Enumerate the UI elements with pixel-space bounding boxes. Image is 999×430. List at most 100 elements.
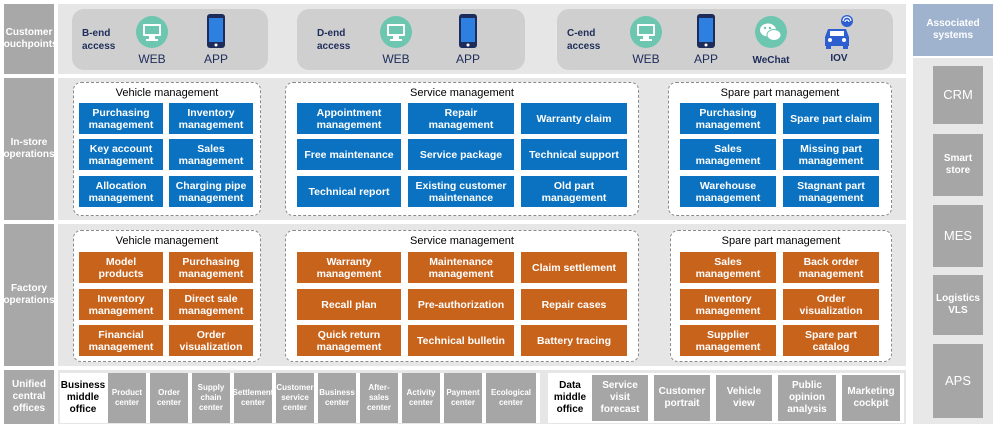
associated-system-logistics[interactable]: Logistics VLS — [933, 275, 983, 335]
data-middle-office-title: Data middle office — [553, 380, 587, 415]
factory-spare-item[interactable]: Supplier management — [680, 325, 776, 356]
d-end-web[interactable]: WEB — [374, 15, 418, 66]
instore-spare-item[interactable]: Stagnant part management — [783, 176, 879, 207]
data-center-item[interactable]: Vehicle view — [716, 375, 772, 421]
instore-spare-title: Spare part management — [720, 87, 840, 99]
c-end-iov[interactable]: IOV — [817, 13, 861, 64]
business-center-item[interactable]: Payment center — [444, 373, 482, 423]
factory-service-item[interactable]: Recall plan — [297, 289, 401, 320]
data-center-item[interactable]: Customer portrait — [654, 375, 710, 421]
d-end-app[interactable]: APP — [446, 13, 490, 66]
business-center-item[interactable]: After-sales center — [360, 373, 398, 423]
instore-vehicle-item[interactable]: Inventory management — [169, 103, 253, 134]
instore-spare-item[interactable]: Missing part management — [783, 139, 879, 170]
instore-service-item[interactable]: Technical report — [297, 176, 401, 207]
instore-vehicle-title: Vehicle management — [115, 87, 219, 99]
factory-service-item[interactable]: Claim settlement — [521, 252, 627, 283]
business-center-item[interactable]: Settlement center — [233, 373, 273, 423]
d-end-title: D-end access — [317, 28, 351, 52]
factory-spare-item[interactable]: Order visualization — [783, 289, 879, 320]
c-end-wechat[interactable]: WeChat — [749, 15, 793, 66]
instore-vehicle-item[interactable]: Purchasing management — [79, 103, 163, 134]
factory-spare-title: Spare part management — [721, 235, 841, 247]
associated-system-aps[interactable]: APS — [933, 344, 983, 418]
row-label-central: Unified central offices — [4, 370, 54, 424]
monitor-icon — [136, 16, 168, 48]
associated-systems-title: Associated systems — [913, 4, 993, 56]
factory-vehicle-item[interactable]: Order visualization — [169, 325, 253, 356]
business-center-item[interactable]: Business center — [318, 373, 356, 423]
monitor-icon — [380, 16, 412, 48]
monitor-icon — [630, 16, 662, 48]
instore-service-item[interactable]: Old part management — [521, 176, 627, 207]
instore-spare-item[interactable]: Sales management — [680, 139, 776, 170]
instore-vehicle-item[interactable]: Sales management — [169, 139, 253, 170]
c-end-app-label: APP — [693, 52, 718, 66]
wechat-icon — [755, 16, 787, 48]
instore-service-item[interactable]: Warranty claim — [521, 103, 627, 134]
associated-system-mes[interactable]: MES — [933, 205, 983, 267]
b-end-web[interactable]: WEB — [130, 15, 174, 66]
instore-service-title: Service management — [410, 87, 514, 99]
instore-spare-item[interactable]: Purchasing management — [680, 103, 776, 134]
business-center-item[interactable]: Ecological center — [486, 373, 536, 423]
factory-spare-item[interactable]: Spare part catalog — [783, 325, 879, 356]
c-end-app[interactable]: APP — [684, 13, 728, 66]
b-end-app-label: APP — [203, 52, 228, 66]
d-end-panel: D-end access WEB APP — [297, 9, 525, 70]
factory-vehicle-item[interactable]: Purchasing management — [169, 252, 253, 283]
associated-system-crm[interactable]: CRM — [933, 66, 983, 124]
factory-service-item[interactable]: Maintenance management — [408, 252, 514, 283]
c-end-web[interactable]: WEB — [624, 15, 668, 66]
business-center-item[interactable]: Customer service center — [276, 373, 314, 423]
business-center-item[interactable]: Activity center — [402, 373, 440, 423]
factory-spare-item[interactable]: Back order management — [783, 252, 879, 283]
instore-vehicle-item[interactable]: Key account management — [79, 139, 163, 170]
factory-service-item[interactable]: Repair cases — [521, 289, 627, 320]
factory-spare-item[interactable]: Inventory management — [680, 289, 776, 320]
factory-vehicle-item[interactable]: Model products — [79, 252, 163, 283]
b-end-app[interactable]: APP — [194, 13, 238, 66]
factory-vehicle-item[interactable]: Financial management — [79, 325, 163, 356]
instore-spare-item[interactable]: Spare part claim — [783, 103, 879, 134]
associated-system-smart-store[interactable]: Smart store — [933, 134, 983, 196]
business-center-item[interactable]: Order center — [150, 373, 188, 423]
instore-service-item[interactable]: Technical support — [521, 139, 627, 170]
factory-service-item[interactable]: Quick return management — [297, 325, 401, 356]
instore-service-item[interactable]: Free maintenance — [297, 139, 401, 170]
factory-service-item[interactable]: Pre-authorization — [408, 289, 514, 320]
instore-service-item[interactable]: Appointment management — [297, 103, 401, 134]
factory-service-item[interactable]: Warranty management — [297, 252, 401, 283]
smartphone-icon — [697, 14, 715, 48]
data-center-item[interactable]: Marketing cockpit — [842, 375, 900, 421]
instore-service-item[interactable]: Service package — [408, 139, 514, 170]
instore-vehicle-item[interactable]: Charging pipe management — [169, 176, 253, 207]
c-end-wechat-label: WeChat — [752, 55, 790, 66]
b-end-web-label: WEB — [138, 52, 166, 66]
data-center-item[interactable]: Service visit forecast — [592, 375, 648, 421]
factory-spare-item[interactable]: Sales management — [680, 252, 776, 283]
business-middle-office-title: Business middle office — [60, 380, 106, 415]
instore-service-item[interactable]: Repair management — [408, 103, 514, 134]
factory-service-item[interactable]: Technical bulletin — [408, 325, 514, 356]
smartphone-icon — [207, 14, 225, 48]
row-label-factory: Factory operations — [3, 224, 55, 366]
c-end-title: C-end access — [567, 28, 601, 52]
business-center-item[interactable]: Product center — [108, 373, 146, 423]
factory-service-item[interactable]: Battery tracing — [521, 325, 627, 356]
factory-vehicle-item[interactable]: Inventory management — [79, 289, 163, 320]
instore-service-item[interactable]: Existing customer maintenance — [408, 176, 514, 207]
factory-vehicle-item[interactable]: Direct sale management — [169, 289, 253, 320]
instore-spare-item[interactable]: Warehouse management — [680, 176, 776, 207]
instore-vehicle-item[interactable]: Allocation management — [79, 176, 163, 207]
b-end-title: B-end access — [82, 28, 116, 52]
row-label-touchpoints: Customer touchpoints — [0, 4, 58, 74]
business-center-item[interactable]: Supply chain center — [192, 373, 230, 423]
factory-service-title: Service management — [410, 235, 514, 247]
c-end-web-label: WEB — [632, 52, 660, 66]
factory-vehicle-title: Vehicle management — [115, 235, 219, 247]
car-wifi-icon — [825, 15, 853, 49]
data-center-item[interactable]: Public opinion analysis — [778, 375, 836, 421]
smartphone-icon — [459, 14, 477, 48]
d-end-web-label: WEB — [382, 52, 410, 66]
